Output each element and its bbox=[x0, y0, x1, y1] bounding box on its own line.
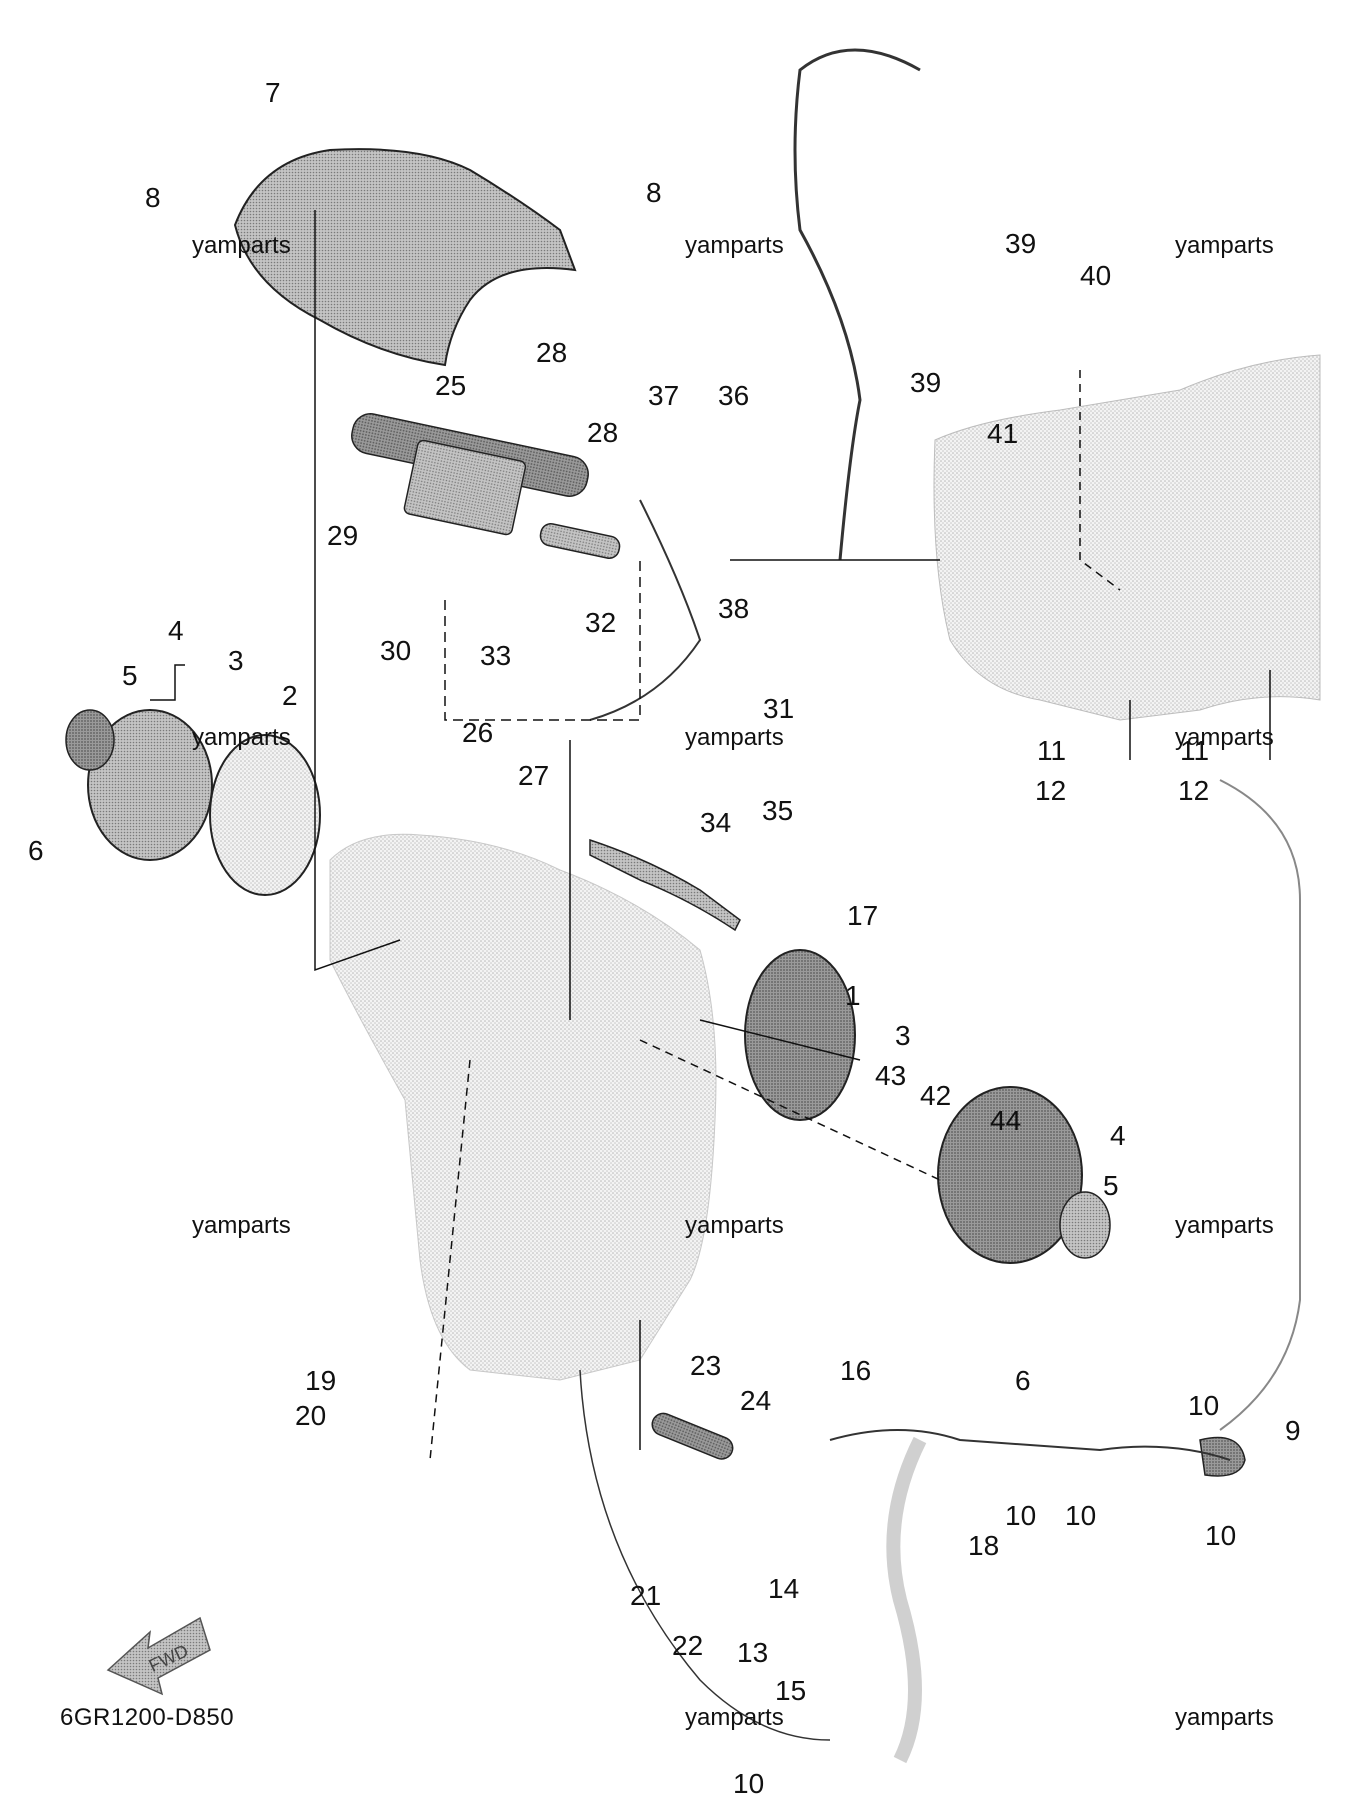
watermark-3: yamparts bbox=[1175, 232, 1274, 259]
fwd-arrow: FWD bbox=[106, 1616, 211, 1696]
shaft-assembly-25 bbox=[351, 413, 621, 559]
callout-5b: 5 bbox=[1103, 1170, 1119, 1201]
callout-3: 3 bbox=[228, 645, 244, 676]
cover-part-7 bbox=[233, 148, 577, 367]
harness-31 bbox=[589, 499, 702, 721]
right-cover-4 bbox=[937, 1086, 1083, 1264]
callout-19: 19 bbox=[305, 1365, 336, 1396]
callout-42: 42 bbox=[920, 1080, 951, 1111]
callout-28a: 28 bbox=[536, 337, 567, 368]
callout-17: 17 bbox=[847, 900, 878, 931]
lower-rail bbox=[886, 1436, 927, 1764]
callout-22: 22 bbox=[672, 1630, 703, 1661]
callout-13: 13 bbox=[737, 1637, 768, 1668]
callout-15: 15 bbox=[775, 1675, 806, 1706]
callout-41: 41 bbox=[987, 418, 1018, 449]
callout-4: 4 bbox=[168, 615, 184, 646]
callouts: 1 2 3 3 4 4 5 5 6 6 7 8 8 9 10 10 10 10 … bbox=[28, 77, 1301, 1799]
callout-31: 31 bbox=[763, 693, 794, 724]
callout-21: 21 bbox=[630, 1580, 661, 1611]
cable-right bbox=[1219, 779, 1301, 1431]
watermark-1: yamparts bbox=[192, 232, 291, 259]
watermark-5: yamparts bbox=[685, 724, 784, 751]
callout-9: 9 bbox=[1285, 1415, 1301, 1446]
rod-23 bbox=[651, 1412, 734, 1460]
callout-29: 29 bbox=[327, 520, 358, 551]
watermark-11: yamparts bbox=[1175, 1704, 1274, 1731]
callout-8: 8 bbox=[145, 182, 161, 213]
callout-33: 33 bbox=[480, 640, 511, 671]
callout-6b: 6 bbox=[1015, 1365, 1031, 1396]
callout-16: 16 bbox=[840, 1355, 871, 1386]
watermark-6: yamparts bbox=[1175, 724, 1274, 751]
callout-7: 7 bbox=[265, 77, 281, 108]
antenna-cable bbox=[793, 48, 921, 561]
callout-1: 1 bbox=[845, 980, 861, 1011]
left-cover-4 bbox=[87, 709, 213, 861]
right-cap-5 bbox=[1059, 1191, 1111, 1259]
callout-30: 30 bbox=[380, 635, 411, 666]
cable-lower bbox=[579, 1369, 831, 1741]
callout-38: 38 bbox=[718, 593, 749, 624]
callout-3b: 3 bbox=[895, 1020, 911, 1051]
callout-44: 44 bbox=[990, 1105, 1021, 1136]
callout-2: 2 bbox=[282, 680, 298, 711]
callout-12a: 12 bbox=[1035, 775, 1066, 806]
harness-16 bbox=[829, 1429, 1231, 1461]
drum-1 bbox=[744, 949, 856, 1121]
engine-block bbox=[329, 833, 717, 1381]
callout-36: 36 bbox=[718, 380, 749, 411]
left-plate-2 bbox=[209, 734, 321, 896]
callout-25: 25 bbox=[435, 370, 466, 401]
callout-35: 35 bbox=[762, 795, 793, 826]
callout-11b: 11 bbox=[1180, 735, 1209, 766]
watermark-8: yamparts bbox=[685, 1212, 784, 1239]
callout-34: 34 bbox=[700, 807, 731, 838]
callout-11a: 11 bbox=[1037, 735, 1066, 766]
fwd-arrow-icon bbox=[106, 1616, 211, 1696]
callout-14: 14 bbox=[768, 1573, 799, 1604]
strap-34 bbox=[589, 838, 741, 932]
callout-43: 43 bbox=[875, 1060, 906, 1091]
diagram-code: 6GR1200-D850 bbox=[60, 1704, 234, 1731]
watermark-10: yamparts bbox=[685, 1704, 784, 1731]
callout-6: 6 bbox=[28, 835, 44, 866]
watermark-4: yamparts bbox=[192, 724, 291, 751]
left-cap-5 bbox=[65, 709, 115, 771]
callout-10c: 10 bbox=[1188, 1390, 1219, 1421]
callout-39a: 39 bbox=[1005, 228, 1036, 259]
callout-18: 18 bbox=[968, 1530, 999, 1561]
callout-26: 26 bbox=[462, 717, 493, 748]
callout-27: 27 bbox=[518, 760, 549, 791]
callout-28b: 28 bbox=[587, 417, 618, 448]
watermark-7: yamparts bbox=[192, 1212, 291, 1239]
callout-4b: 4 bbox=[1110, 1120, 1126, 1151]
callout-40: 40 bbox=[1080, 260, 1111, 291]
callout-39b: 39 bbox=[910, 367, 941, 398]
callout-23: 23 bbox=[690, 1350, 721, 1381]
callout-12b: 12 bbox=[1178, 775, 1209, 806]
callout-20: 20 bbox=[295, 1400, 326, 1431]
frame-chassis bbox=[933, 354, 1321, 721]
watermark-9: yamparts bbox=[1175, 1212, 1274, 1239]
watermark-2: yamparts bbox=[685, 232, 784, 259]
callout-32: 32 bbox=[585, 607, 616, 638]
callout-24: 24 bbox=[740, 1385, 771, 1416]
callout-10e: 10 bbox=[733, 1768, 764, 1799]
callout-10a: 10 bbox=[1005, 1500, 1036, 1531]
callout-5: 5 bbox=[122, 660, 138, 691]
callout-10d: 10 bbox=[1205, 1520, 1236, 1551]
watermarks: yamparts yamparts yamparts yamparts yamp… bbox=[192, 232, 1274, 1731]
leader-lines bbox=[150, 210, 1271, 1461]
callout-10b: 10 bbox=[1065, 1500, 1096, 1531]
callout-37: 37 bbox=[648, 380, 679, 411]
callout-8b: 8 bbox=[646, 177, 662, 208]
